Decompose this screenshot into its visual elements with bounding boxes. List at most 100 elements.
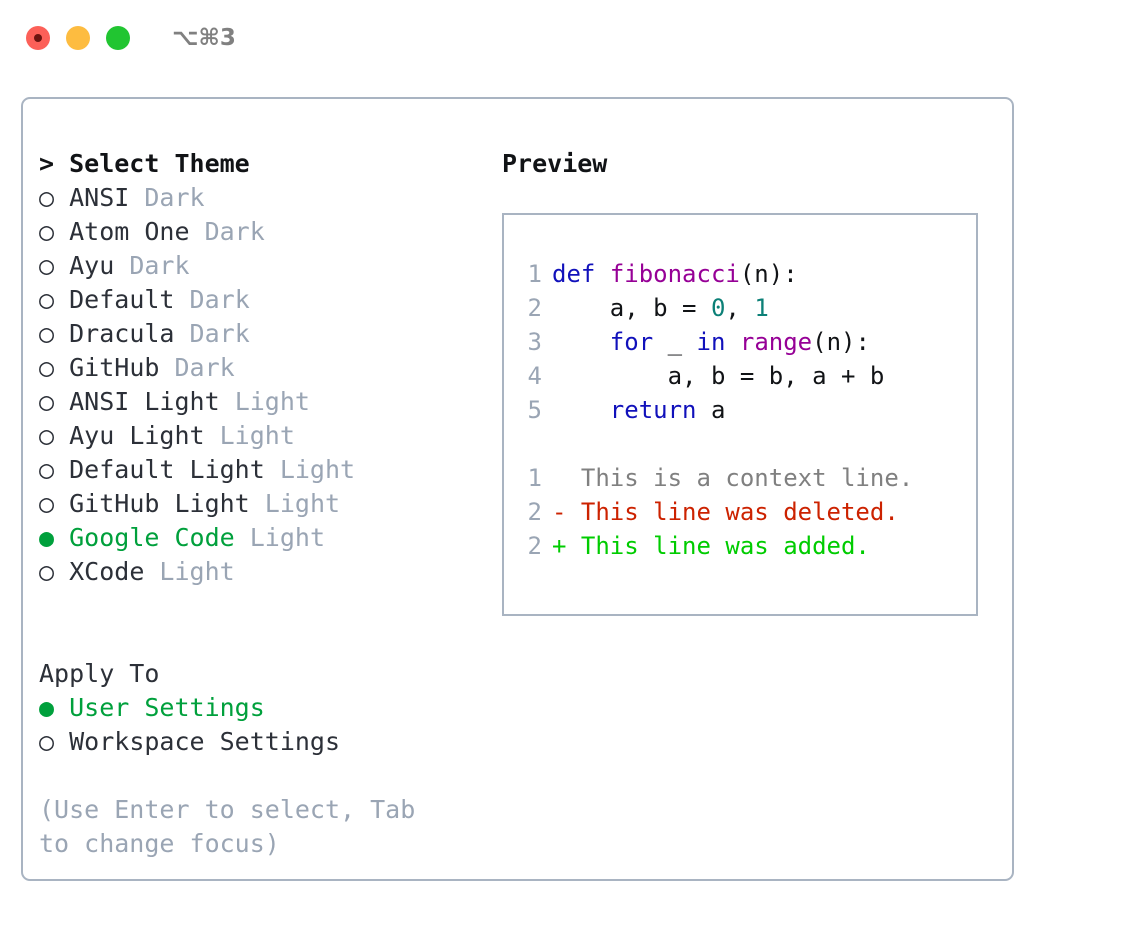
code-line: 4 a, b = b, a + b: [516, 359, 976, 393]
radio-unselected-icon: ○: [39, 455, 55, 484]
theme-list: ○ ANSI Dark○ Atom One Dark○ Ayu Dark○ De…: [39, 181, 469, 589]
theme-name: GitHub Light: [54, 489, 250, 518]
code-line: 3 for _ in range(n):: [516, 325, 976, 359]
radio-unselected-icon: ○: [39, 421, 55, 450]
apply-to-option-workspace-settings[interactable]: ○ Workspace Settings: [39, 725, 469, 759]
theme-category-badge: Dark: [174, 285, 250, 314]
code-line: 5 return a: [516, 393, 976, 427]
preview-header: Preview: [502, 149, 608, 178]
diff-line-del: 2 - This line was deleted.: [516, 495, 976, 529]
radio-unselected-icon: ○: [39, 285, 55, 314]
line-number: 2: [527, 294, 542, 322]
theme-category-badge: Light: [219, 387, 310, 416]
theme-name: Atom One: [54, 217, 190, 246]
theme-name: Ayu: [54, 251, 115, 280]
theme-category-badge: Light: [234, 523, 325, 552]
theme-category-badge: Light: [204, 421, 295, 450]
theme-category-badge: Light: [264, 455, 356, 484]
theme-option-github[interactable]: ○ GitHub Dark: [39, 351, 469, 385]
diff-line-add: 2+ This line was added.: [516, 529, 976, 563]
radio-unselected-icon: ○: [39, 183, 55, 212]
code-diff-separator: [516, 427, 976, 461]
code-token: ,: [725, 294, 755, 322]
title-bar: ⌥⌘3: [0, 0, 1140, 76]
code-token: a: [696, 396, 726, 424]
line-number: 4: [527, 362, 542, 390]
radio-selected-icon: ●: [39, 523, 55, 552]
code-token: in: [696, 328, 726, 356]
apply-to-list: ● User Settings○ Workspace Settings: [39, 691, 469, 759]
theme-option-ayu[interactable]: ○ Ayu Dark: [39, 249, 469, 283]
theme-selection-column: > Select Theme ○ ANSI Dark○ Atom One Dar…: [39, 147, 469, 861]
line-number: 3: [527, 328, 542, 356]
main-panel: > Select Theme ○ ANSI Dark○ Atom One Dar…: [21, 97, 1014, 881]
theme-category-badge: Dark: [174, 319, 250, 348]
code-token: [552, 328, 610, 356]
line-number: 1: [527, 260, 542, 288]
diff-line-text: This is a context line.: [552, 464, 914, 492]
theme-option-dracula[interactable]: ○ Dracula Dark: [39, 317, 469, 351]
diff-line-ctx: 1 This is a context line.: [516, 461, 976, 495]
keyboard-hint-text: (Use Enter to select, Tab to change focu…: [39, 795, 416, 858]
zoom-button-icon[interactable]: [106, 26, 130, 50]
code-token: _: [653, 328, 697, 356]
theme-category-badge: Dark: [114, 251, 190, 280]
theme-name: Ayu Light: [54, 421, 205, 450]
radio-unselected-icon: ○: [39, 489, 55, 518]
theme-category-badge: Dark: [159, 353, 235, 382]
theme-option-google-code[interactable]: ● Google Code Light: [39, 521, 469, 555]
code-token: [552, 396, 610, 424]
theme-option-ansi-light[interactable]: ○ ANSI Light Light: [39, 385, 469, 419]
code-token: 1: [754, 294, 769, 322]
theme-option-xcode[interactable]: ○ XCode Light: [39, 555, 469, 589]
theme-option-default[interactable]: ○ Default Dark: [39, 283, 469, 317]
radio-unselected-icon: ○: [39, 557, 55, 586]
theme-option-ayu-light[interactable]: ○ Ayu Light Light: [39, 419, 469, 453]
radio-unselected-icon: ○: [39, 353, 55, 382]
line-number: 2: [527, 532, 542, 560]
line-number: 5: [527, 396, 542, 424]
apply-to-label: Apply To: [39, 659, 160, 688]
theme-category-badge: Dark: [189, 217, 265, 246]
code-token: a, b = b, a + b: [552, 362, 885, 390]
line-number: 2: [527, 498, 542, 526]
theme-option-atom-one[interactable]: ○ Atom One Dark: [39, 215, 469, 249]
code-token: return: [609, 396, 697, 424]
theme-name: ANSI Light: [54, 387, 220, 416]
code-token: [725, 328, 739, 356]
theme-category-badge: Light: [144, 557, 235, 586]
line-number: 1: [527, 464, 542, 492]
theme-option-github-light[interactable]: ○ GitHub Light Light: [39, 487, 469, 521]
theme-name: XCode: [54, 557, 145, 586]
theme-name: GitHub: [54, 353, 160, 382]
code-token: for: [609, 328, 654, 356]
keyboard-shortcut-label: ⌥⌘3: [172, 25, 236, 51]
code-token: range: [739, 328, 813, 356]
apply-to-option-user-settings[interactable]: ● User Settings: [39, 691, 469, 725]
radio-unselected-icon: ○: [39, 319, 55, 348]
diff-line-text: - This line was deleted.: [552, 498, 899, 526]
diff-sample: 1 This is a context line. 2 - This line wa…: [516, 461, 976, 563]
theme-option-ansi[interactable]: ○ ANSI Dark: [39, 181, 469, 215]
theme-category-badge: Dark: [129, 183, 205, 212]
theme-name: Google Code: [54, 523, 235, 552]
theme-name: Dracula: [54, 319, 175, 348]
code-token: 0: [710, 294, 726, 322]
radio-unselected-icon: ○: [39, 217, 55, 246]
theme-name: Default: [54, 285, 175, 314]
code-line: 2 a, b = 0, 1: [516, 291, 976, 325]
theme-name: ANSI: [54, 183, 130, 212]
code-token: [595, 260, 609, 288]
close-button-icon[interactable]: [26, 26, 50, 50]
theme-name: Default Light: [54, 455, 265, 484]
theme-option-default-light[interactable]: ○ Default Light Light: [39, 453, 469, 487]
radio-unselected-icon: ○: [39, 727, 55, 756]
minimize-button-icon[interactable]: [66, 26, 90, 50]
select-theme-header: > Select Theme: [39, 149, 250, 178]
code-token: a, b =: [552, 294, 711, 322]
